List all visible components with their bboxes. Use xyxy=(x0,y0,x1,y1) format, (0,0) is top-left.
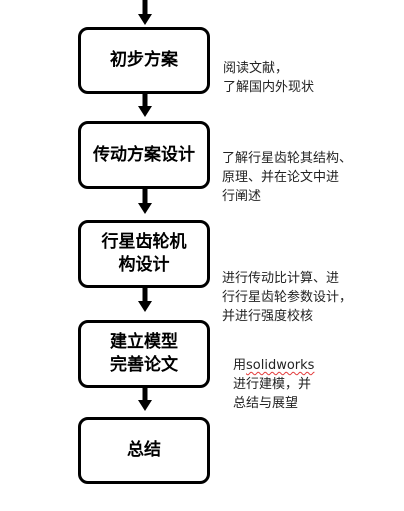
step-summary: 总结 xyxy=(78,417,210,484)
step-label: 初步方案 xyxy=(110,50,178,71)
note-ratio-calculation: 进行传动比计算、进 行行星齿轮参数设计， 并进行强度校核 xyxy=(222,271,353,324)
note-gear-structure: 了解行星齿轮其结构、 原理、并在论文中进 行阐述 xyxy=(222,151,353,204)
arrow-step2-to-step3 xyxy=(138,189,152,214)
note-literature-review: 阅读文献， 了解国内外现状 xyxy=(223,61,315,95)
step-label-line1: 建立模型 xyxy=(110,332,178,353)
note-prefix: 用 xyxy=(233,358,247,373)
arrow-in-top xyxy=(138,0,152,25)
note-software-name: solidworks xyxy=(246,358,315,373)
step-build-model: 建立模型 完善论文 xyxy=(78,320,210,388)
note-rest: 进行建模，并 总结与展望 xyxy=(233,376,312,411)
step-planetary-gear-design: 行星齿轮机 构设计 xyxy=(78,220,210,288)
arrow-step1-to-step2 xyxy=(138,94,152,117)
step-label: 传动方案设计 xyxy=(93,144,195,165)
step-label-line2: 构设计 xyxy=(118,255,170,275)
step-preliminary-plan: 初步方案 xyxy=(78,27,210,94)
step-transmission-design: 传动方案设计 xyxy=(78,121,210,189)
step-label-line1: 行星齿轮机 xyxy=(101,232,187,253)
step-label-line2: 完善论文 xyxy=(110,355,178,375)
arrow-step4-to-step5 xyxy=(138,388,152,411)
step-label: 总结 xyxy=(127,440,161,461)
arrow-step3-to-step4 xyxy=(138,288,152,312)
note-solidworks-modeling: 用solidworks 进行建模，并 总结与展望 xyxy=(233,357,314,414)
